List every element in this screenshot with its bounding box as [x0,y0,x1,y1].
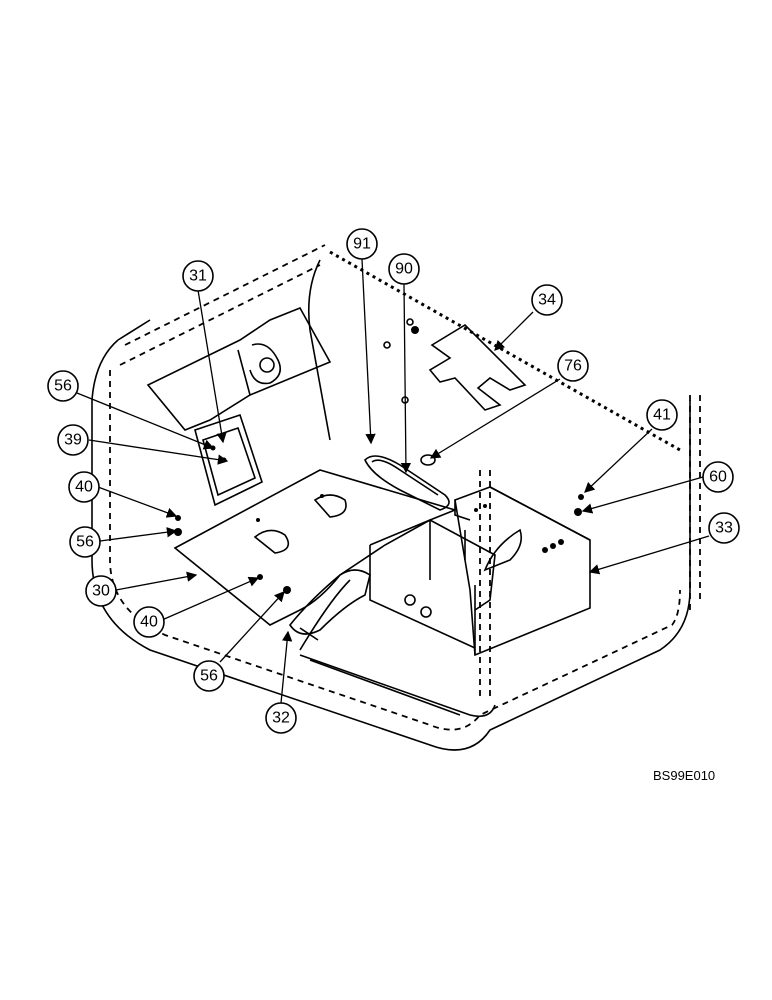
callout-40-left: 40 [68,471,100,503]
callout-31: 31 [182,260,214,292]
floor-plate [173,469,458,626]
callout-31-label: 31 [189,268,207,285]
cover-plate [428,323,527,411]
callout-56-left-label: 56 [76,534,94,551]
callout-40-left-label: 40 [75,479,93,496]
callout-91-label: 91 [353,236,371,253]
callout-56-left: 56 [69,526,101,558]
callout-76: 76 [557,350,589,382]
seat-base-box [369,486,591,657]
leader-lines [76,258,710,704]
seal-strip [364,455,450,511]
callout-90: 90 [388,253,420,285]
callout-41-label: 41 [653,407,671,424]
callout-34: 34 [531,284,563,316]
callout-30-label: 30 [92,583,110,600]
callout-33: 33 [708,512,740,544]
plug-item [420,454,436,466]
callout-56-bottom-label: 56 [200,668,218,685]
side-console-panel [194,413,263,507]
callout-41: 41 [646,399,678,431]
callout-34-label: 34 [538,292,556,309]
drawing-code: BS99E010 [653,768,715,783]
callout-91: 91 [346,228,378,260]
callout-32-label: 32 [272,710,290,727]
rear-panel [146,306,332,431]
callout-30: 30 [85,575,117,607]
callout-76-label: 76 [564,358,582,375]
callout-39: 39 [57,424,89,456]
cab-floor-outline [91,244,701,751]
callout-56-upper: 56 [47,370,79,402]
callout-90-label: 90 [395,261,413,278]
callout-60-label: 60 [709,469,727,486]
callout-40-bottom-label: 40 [140,614,158,631]
callout-39-label: 39 [64,432,82,449]
callout-56-upper-label: 56 [54,378,72,395]
callout-60: 60 [702,461,734,493]
callout-32: 32 [265,702,297,734]
callout-33-label: 33 [715,520,733,537]
callout-56-bottom: 56 [193,660,225,692]
callout-40-bottom: 40 [133,606,165,638]
